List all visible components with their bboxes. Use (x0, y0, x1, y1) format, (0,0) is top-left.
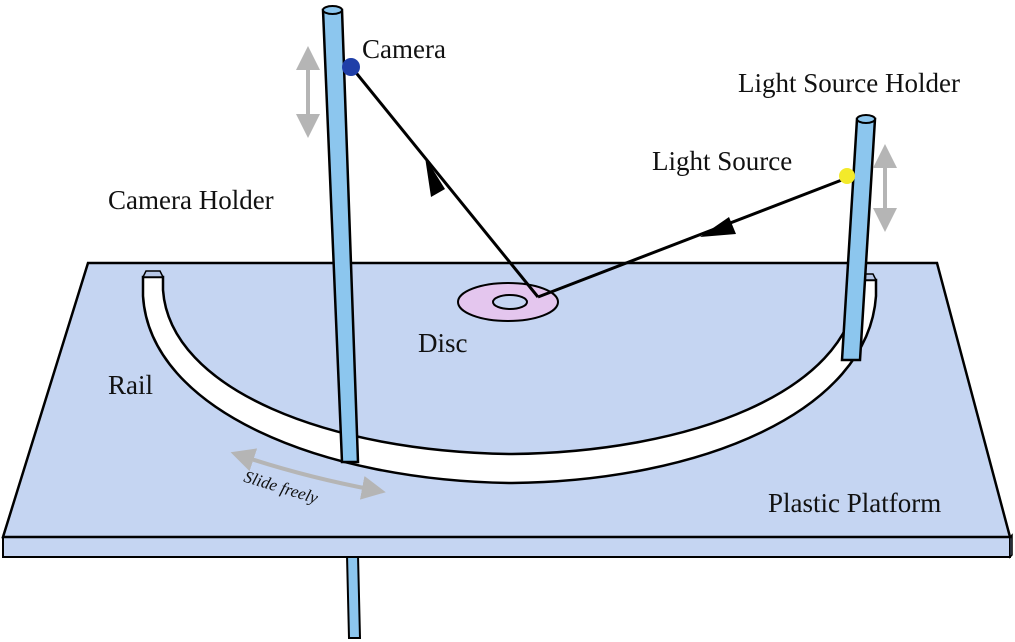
light-source-dot (839, 168, 855, 184)
camera-holder-top (322, 5, 343, 15)
light-source-holder-label: Light Source Holder (738, 68, 960, 98)
slide-motion-arrow (230, 448, 386, 500)
plastic-platform-label: Plastic Platform (768, 488, 942, 518)
light-source-holder-top (856, 114, 876, 124)
rail-label: Rail (108, 370, 153, 400)
rail-left-end-cap (141, 270, 165, 278)
light-source-label: Light Source (652, 146, 793, 176)
disc-label: Disc (418, 328, 468, 358)
camera-holder-lower (345, 554, 362, 639)
disc-hole (492, 294, 528, 310)
camera-dot (342, 58, 360, 76)
incident-ray-arrowhead (700, 217, 736, 237)
camera-label: Camera (362, 34, 446, 64)
camera-holder-label: Camera Holder (108, 185, 274, 215)
reflected-ray-arrowhead (425, 157, 445, 197)
incident-ray (537, 176, 848, 299)
platform-side-face (1009, 533, 1013, 559)
platform-front-face (2, 536, 1011, 558)
reflected-ray (351, 68, 540, 298)
